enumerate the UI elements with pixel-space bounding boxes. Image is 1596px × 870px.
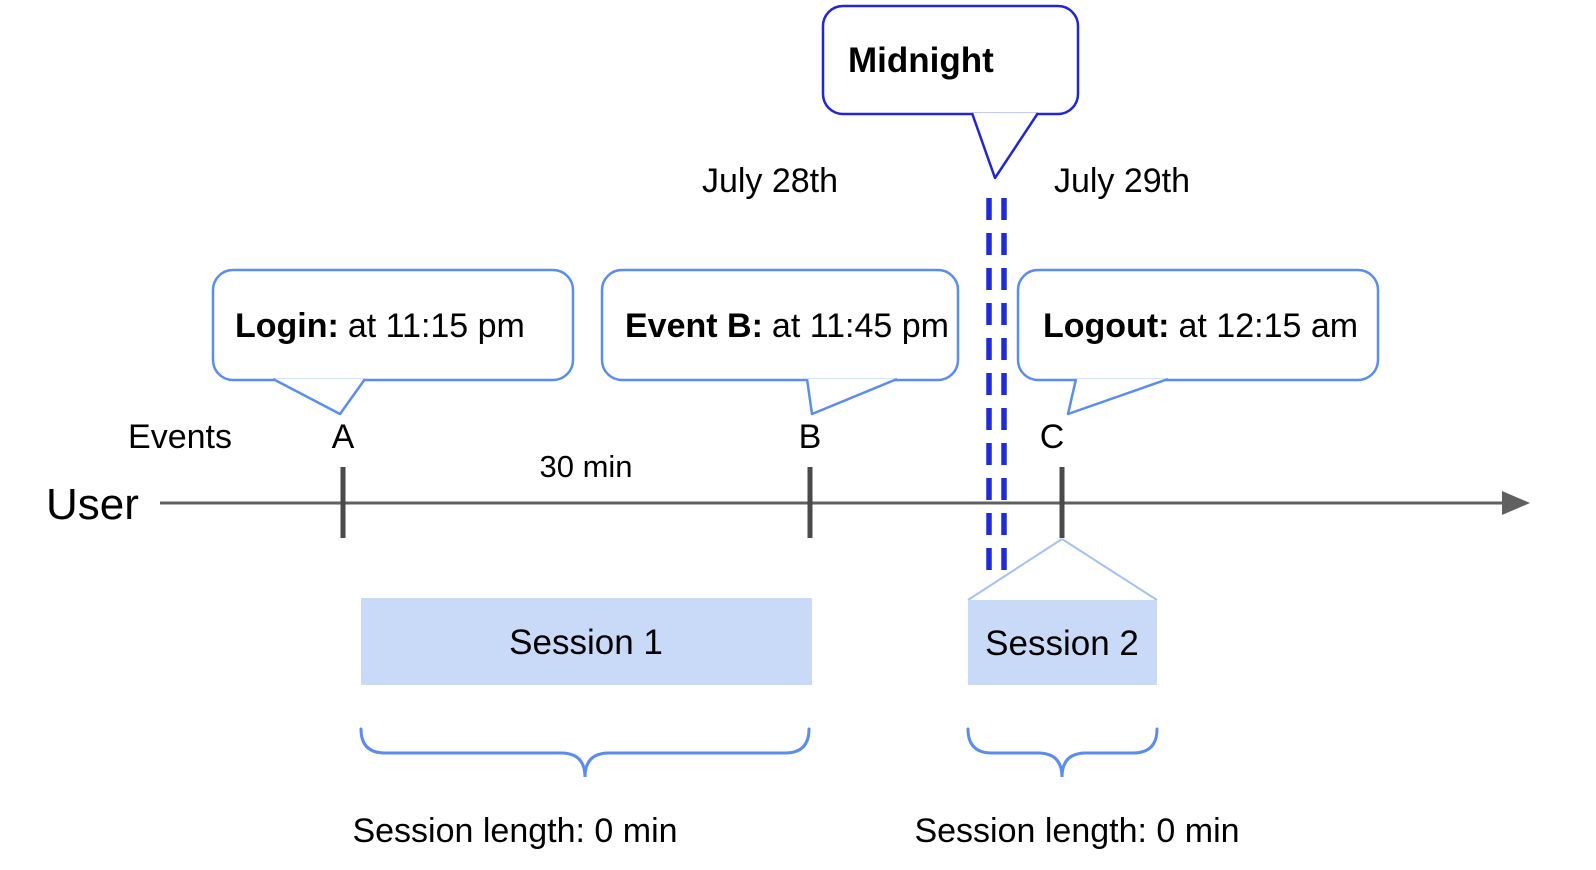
session-2-length-label: Session length: 0 min <box>914 812 1239 850</box>
session-2-box <box>968 600 1157 685</box>
date-july-28-label: July 28th <box>702 162 838 200</box>
logout-bubble-box <box>1016 268 1380 382</box>
login-bubble-label: Login:at 11:15 pm <box>235 307 525 345</box>
midnight-bubble-tail <box>970 112 1040 180</box>
session-2-label: Session 2 <box>985 624 1139 663</box>
user-timeline-axis <box>160 467 1530 538</box>
event-a-letter: A <box>332 418 355 456</box>
midnight-bubble-box <box>821 4 1080 116</box>
logout-callout-bubble: Logout:at 12:15 am <box>1016 268 1380 416</box>
session-2-roof-right <box>1061 538 1158 601</box>
session-1-group: Session 1 Session length: 0 min <box>352 598 812 850</box>
session-2-brace <box>966 727 1159 778</box>
login-callout-bubble: Login:at 11:15 pm <box>211 268 575 416</box>
session-2-group: Session 2 Session length: 0 min <box>914 538 1240 850</box>
user-axis-label: User <box>46 480 139 529</box>
event-b-callout-bubble: Event B:at 11:45 pm <box>600 268 960 416</box>
event-b-bubble-label: Event B:at 11:45 pm <box>625 307 949 345</box>
session-1-brace <box>359 727 811 778</box>
midnight-bubble-label: Midnight <box>848 41 994 80</box>
events-axis-label: Events <box>128 418 232 456</box>
event-b-bubble-tail <box>805 377 898 416</box>
event-c-letter: C <box>1040 418 1065 456</box>
midnight-boundary-dashed-lines <box>986 198 1007 578</box>
midnight-callout-bubble: Midnight <box>821 4 1080 180</box>
login-bubble-tail <box>272 377 367 416</box>
event-b-bubble-box <box>600 268 960 382</box>
timeline-arrowhead <box>1502 491 1530 515</box>
session-2-roof-left <box>967 538 1063 601</box>
logout-bubble-tail <box>1066 377 1169 416</box>
interval-30min-label: 30 min <box>539 449 632 484</box>
login-bubble-box <box>211 268 575 382</box>
session-1-box <box>361 598 812 685</box>
logout-bubble-label: Logout:at 12:15 am <box>1043 307 1358 345</box>
session-1-label: Session 1 <box>509 623 663 662</box>
date-july-29-label: July 29th <box>1054 162 1190 200</box>
session-1-length-label: Session length: 0 min <box>352 812 677 850</box>
event-b-letter: B <box>799 418 822 456</box>
